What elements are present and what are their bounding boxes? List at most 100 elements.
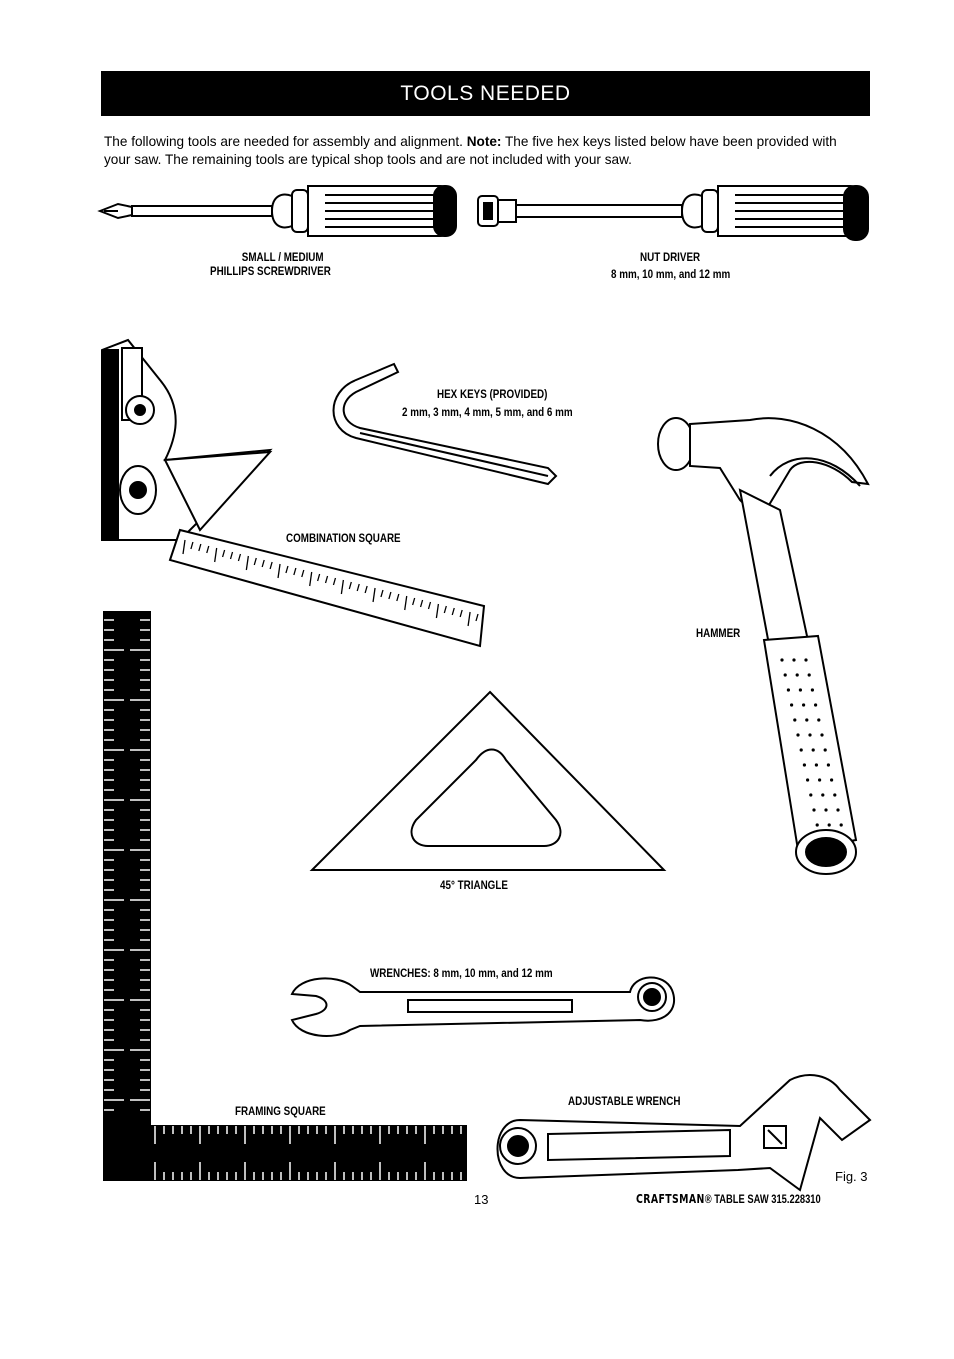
hex-key-illustration: [332, 362, 558, 486]
section-banner: TOOLS NEEDED: [101, 71, 870, 116]
hammer-grip-dot: [802, 763, 807, 767]
combination-square-tick: [316, 573, 321, 582]
section-title: TOOLS NEEDED: [400, 82, 571, 105]
nut-driver-label-line1: NUT DRIVER: [640, 250, 701, 264]
hammer-grip-dot: [805, 718, 809, 722]
hammer-grip-dot: [811, 748, 815, 752]
hammer-grip-dot: [817, 718, 821, 722]
brand-suffix: ® TABLE SAW 315.228310: [704, 1192, 821, 1206]
hammer-grip-dot: [798, 688, 803, 692]
combination-square-tick: [237, 553, 242, 562]
combination-square-tick: [182, 539, 186, 555]
intro-paragraph: The following tools are needed for assem…: [104, 133, 864, 169]
adjustable-wrench-label: ADJUSTABLE WRENCH: [568, 1094, 681, 1108]
hammer-grip-dots: [780, 658, 843, 827]
combination-square-tick: [293, 567, 297, 576]
hammer-grip-dot: [783, 673, 787, 677]
combination-square-label: COMBINATION SQUARE: [286, 531, 401, 545]
triangle-illustration: [309, 690, 667, 871]
combination-square-tick: [427, 601, 432, 610]
note-text: The five hex keys listed below have been…: [104, 134, 837, 167]
combination-square-tick: [309, 571, 313, 587]
adjustable-wrench-illustration: [496, 1074, 872, 1192]
hammer-grip-dot: [814, 703, 818, 707]
combination-square-tick: [435, 603, 440, 619]
combination-square-tick: [364, 585, 368, 594]
hammer-grip-dot: [812, 808, 816, 812]
page-number: 13: [474, 1192, 489, 1207]
combination-square-tick: [404, 595, 408, 611]
wrenches-label: WRENCHES: 8 mm, 10 mm, and 12 mm: [370, 966, 553, 980]
combination-square-tick: [388, 591, 392, 600]
combination-square-tick: [348, 581, 352, 590]
hammer-grip-dot: [807, 673, 811, 677]
hammer-grip-dot: [796, 733, 800, 737]
hammer-grip-dot: [824, 808, 828, 812]
note-label: Note:: [466, 134, 502, 149]
hammer-grip-dot: [836, 808, 840, 812]
intro-lead: The following tools are needed for assem…: [104, 134, 467, 149]
hammer-grip-dot: [786, 688, 791, 692]
combination-square-tick: [198, 543, 202, 552]
hammer-grip-dot: [808, 733, 812, 737]
combination-square-tick: [261, 559, 265, 568]
combination-square-tick: [214, 547, 218, 563]
nut-driver-illustration: [477, 185, 869, 241]
hammer-grip-dot: [830, 778, 834, 782]
hex-keys-label-line2: 2 mm, 3 mm, 4 mm, 5 mm, and 6 mm: [402, 405, 573, 419]
hammer-grip-dot: [806, 778, 810, 782]
phillips-screwdriver-illustration: [97, 185, 457, 237]
combination-square-tick: [221, 549, 226, 558]
combination-square-tick: [206, 545, 210, 554]
framing-square-ruler-ticks: [104, 619, 462, 1180]
combination-square-tick: [340, 579, 345, 595]
combination-square-illustration: [101, 338, 486, 648]
combination-square-tick: [245, 555, 249, 571]
brand-footer: CRAFTSMAN® TABLE SAW 315.228310: [636, 1192, 821, 1206]
nut-driver-label-line2: 8 mm, 10 mm, and 12 mm: [611, 267, 731, 281]
screwdriver-label-line1: SMALL / MEDIUM: [241, 250, 324, 264]
hammer-grip-dot: [780, 658, 784, 662]
hammer-grip-dot: [814, 763, 819, 767]
combination-wrench-illustration: [290, 976, 675, 1037]
figure-label: Fig. 3: [835, 1169, 868, 1184]
combination-square-tick: [475, 613, 479, 622]
hammer-grip-dot: [795, 673, 799, 677]
hammer-label: HAMMER: [696, 626, 741, 640]
hammer-grip-dot: [804, 658, 808, 662]
hammer-grip-dot: [839, 823, 843, 827]
combination-square-tick: [332, 577, 337, 586]
hammer-grip-dot: [827, 823, 831, 827]
hammer-grip-dot: [809, 793, 813, 797]
screwdriver-label: SMALL / MEDIUM PHILLIPS SCREWDRIVER: [210, 250, 331, 278]
framing-square-illustration: [103, 611, 467, 1181]
hammer-grip-dot: [820, 733, 824, 737]
combination-square-tick: [443, 605, 447, 614]
combination-square-tick: [467, 611, 471, 627]
combination-square-tick: [396, 593, 400, 602]
hammer-grip-dot: [823, 748, 827, 752]
combination-square-tick: [419, 599, 424, 608]
hammer-grip-dot: [810, 688, 815, 692]
hammer-grip-dot: [793, 718, 797, 722]
combination-square-tick: [412, 597, 416, 606]
screwdriver-label-line2: PHILLIPS SCREWDRIVER: [210, 264, 331, 278]
hammer-grip-dot: [833, 793, 837, 797]
combination-square-tick: [356, 583, 360, 592]
brand-logo: CRAFTSMAN: [636, 1192, 705, 1206]
hammer-grip-dot: [826, 763, 831, 767]
combination-square-tick: [380, 589, 384, 598]
combination-square-tick: [277, 563, 281, 579]
hammer-grip-dot: [802, 703, 806, 707]
framing-square-label: FRAMING SQUARE: [235, 1104, 326, 1118]
hammer-grip-dot: [815, 823, 819, 827]
combination-square-tick: [253, 557, 257, 566]
combination-square-tick: [269, 561, 273, 570]
hammer-grip-dot: [821, 793, 825, 797]
combination-square-tick: [451, 607, 455, 616]
hammer-grip-dot: [818, 778, 822, 782]
combination-square-tick: [459, 609, 463, 618]
combination-square-ruler-ticks: [182, 539, 479, 627]
combination-square-tick: [301, 569, 305, 578]
